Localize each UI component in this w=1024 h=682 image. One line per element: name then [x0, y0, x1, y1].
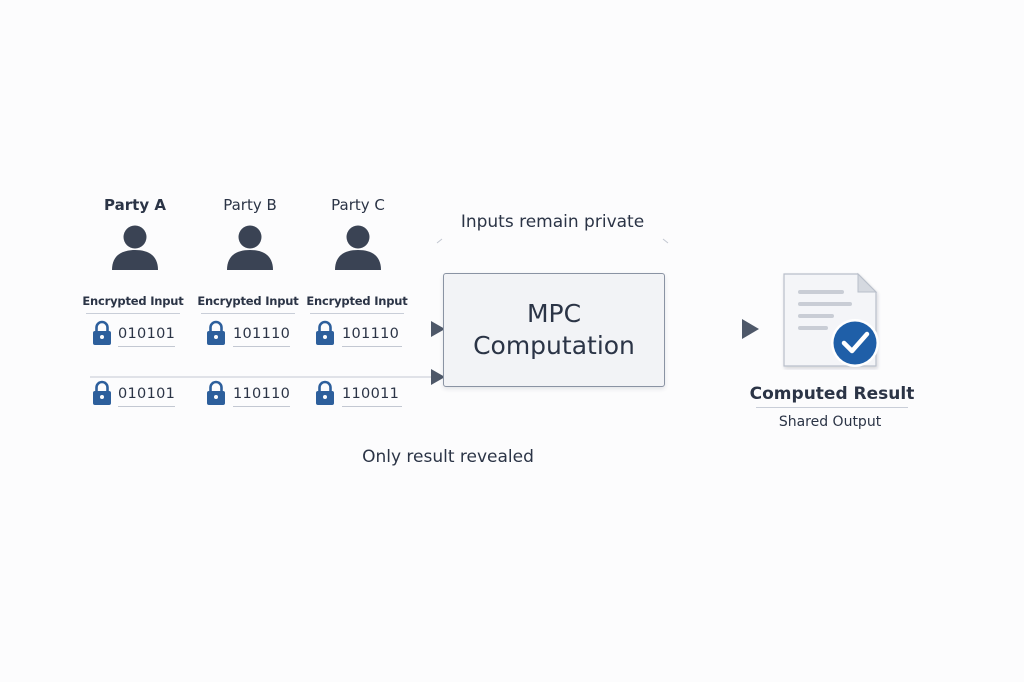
- top-caption: Inputs remain private: [460, 212, 645, 232]
- output-arrow-head: [742, 319, 759, 339]
- lock-icon: [93, 380, 111, 405]
- result-title-underline: [756, 407, 908, 408]
- party-b-input-label: Encrypted Input: [197, 294, 299, 308]
- party-a-label-underline: [86, 313, 180, 314]
- party-b-name: Party B: [223, 196, 277, 214]
- lock-icon: [316, 380, 334, 405]
- party-c-row1-bits: 101110: [342, 326, 402, 347]
- party-c-input-label: Encrypted Input: [306, 294, 408, 308]
- top-caption-bracket: [436, 238, 669, 244]
- lock-icon: [316, 320, 334, 345]
- mpc-title-line1: MPC: [526, 299, 582, 328]
- mpc-title-line2: Computation: [473, 331, 635, 360]
- result-title: Computed Result: [749, 384, 915, 404]
- user-icon: [335, 225, 381, 270]
- result-subtitle: Shared Output: [778, 414, 882, 430]
- party-a-row1-bits: 010101: [118, 326, 175, 347]
- lock-icon: [207, 320, 225, 345]
- user-icon: [112, 225, 158, 270]
- party-a-row2-bits: 010101: [118, 386, 175, 407]
- row1-arrow-head: [431, 321, 445, 337]
- party-c-name: Party C: [331, 196, 385, 214]
- mpc-computation-box: MPC Computation: [443, 273, 665, 387]
- party-c-row2-bits: 110011: [342, 386, 402, 407]
- party-c-label-underline: [310, 313, 404, 314]
- party-b-label-underline: [201, 313, 295, 314]
- party-b-row1-bits: 101110: [233, 326, 290, 347]
- user-icon: [227, 225, 273, 270]
- document-check-icon: [783, 272, 879, 367]
- row2-arrow-head: [431, 369, 445, 385]
- party-a-input-label: Encrypted Input: [82, 294, 184, 308]
- lock-icon: [93, 320, 111, 345]
- lock-icon: [207, 380, 225, 405]
- bottom-caption: Only result revealed: [362, 447, 534, 467]
- party-b-row2-bits: 110110: [233, 386, 290, 407]
- party-a-name: Party A: [104, 196, 166, 214]
